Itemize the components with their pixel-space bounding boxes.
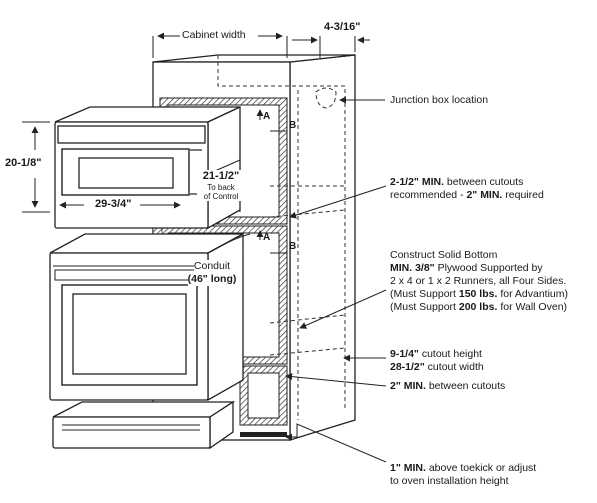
marker-a-bottom: A	[263, 232, 271, 243]
conduit-line	[209, 233, 251, 253]
bottom-line-5b: for Wall Oven)	[497, 301, 568, 313]
upper-oven-window-inner	[78, 157, 174, 189]
spacing-value-2: 2" MIN.	[466, 189, 503, 201]
marker-b-top: B	[289, 120, 297, 131]
leader-between	[285, 373, 387, 387]
depth-value: 21-1/2"	[202, 170, 240, 182]
upper-oven-advantium	[54, 105, 241, 230]
drawer-cutout	[239, 365, 288, 426]
lower-oven-side	[207, 232, 244, 402]
bottom-line-2: Plywood Supported by	[434, 262, 543, 274]
height-upper-label: 20-1/8"	[4, 157, 43, 169]
spacing-text-2a: recommended -	[390, 189, 467, 201]
toekick-base	[240, 432, 287, 437]
bottom-line-4a: (Must Support	[390, 288, 459, 300]
toekick-line-2: to oven installation height	[390, 475, 509, 487]
cutout-width-value: 28-1/2"	[390, 361, 425, 373]
spacing-value: 2-1/2" MIN.	[390, 176, 444, 188]
side-offset-label: 4-3/16"	[323, 21, 362, 33]
bottom-callout: Construct Solid Bottom MIN. 3/8" Plywood…	[390, 249, 568, 314]
conduit-line1: Conduit	[193, 260, 231, 273]
warming-drawer	[52, 400, 236, 450]
marker-a-top: A	[263, 111, 271, 122]
width-upper-label: 29-3/4"	[94, 198, 133, 210]
depth-label: 21-1/2" To back of Control	[197, 170, 245, 201]
cutout-height-text: cutout height	[418, 348, 482, 360]
leader-toekick	[285, 423, 387, 463]
leader-lines	[285, 96, 387, 463]
lower-oven-window-inner	[72, 293, 187, 375]
toekick-callout: 1" MIN. above toekick or adjust to oven …	[390, 462, 536, 488]
hidden-lines	[217, 55, 346, 420]
upper-oven-control-panel	[57, 125, 206, 144]
spacing-text-2b: required	[502, 189, 544, 201]
cabinet-width-label: Cabinet width	[180, 29, 248, 42]
depth-note-1: To back	[207, 183, 235, 192]
marker-b-bottom: B	[289, 241, 297, 252]
lower-wall-oven	[49, 232, 244, 402]
toekick-value: 1" MIN.	[390, 462, 426, 474]
spacing-callout: 2-1/2" MIN. between cutouts recommended …	[390, 176, 544, 202]
bottom-line-5a: (Must Support	[390, 301, 459, 313]
cutout-width-text: cutout width	[424, 361, 484, 373]
bottom-value-5: 200 lbs.	[458, 301, 498, 313]
between-callout: 2" MIN. between cutouts	[390, 380, 505, 393]
bottom-line-3: 2 x 4 or 1 x 2 Runners, all Four Sides.	[390, 275, 567, 287]
cutout-callout: 9-1/4" cutout height 28-1/2" cutout widt…	[390, 348, 484, 374]
bottom-line-4b: for Advantium)	[497, 288, 569, 300]
between-value: 2" MIN.	[390, 380, 426, 392]
junction-box-shape	[315, 87, 337, 109]
conduit-label: Conduit (46" long)	[178, 260, 246, 286]
depth-note-2: of Control	[203, 192, 239, 201]
conduit-line2: (46" long)	[187, 273, 237, 286]
toekick-text: above toekick or adjust	[425, 462, 537, 474]
bottom-value: MIN. 3/8"	[390, 262, 435, 274]
between-text: between cutouts	[425, 380, 506, 392]
leader-spacing	[289, 185, 387, 219]
cutout-height-value: 9-1/4"	[390, 348, 419, 360]
bottom-line-1: Construct Solid Bottom	[390, 249, 498, 261]
junction-callout: Junction box location	[390, 94, 489, 106]
spacing-text: between cutouts	[444, 176, 524, 188]
leader-bottom	[299, 289, 387, 329]
bottom-value-4: 150 lbs.	[458, 288, 498, 300]
